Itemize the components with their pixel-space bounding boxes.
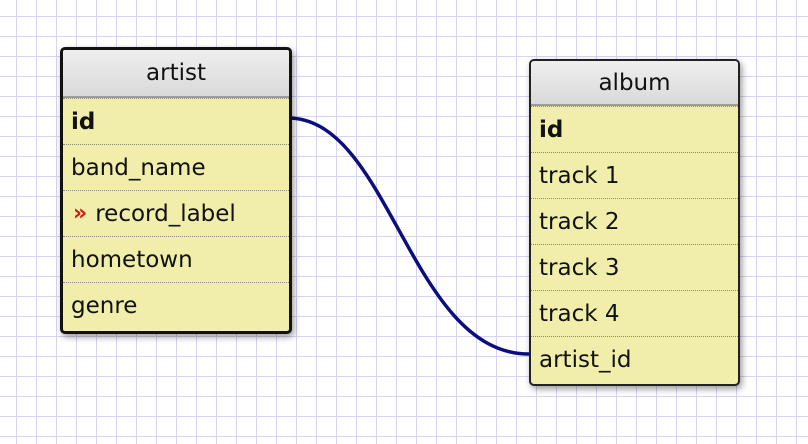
field-album-track-4[interactable]: track 4 <box>531 290 738 336</box>
field-artist-record-label[interactable]: » record_label <box>63 190 289 236</box>
field-label: id <box>539 116 564 143</box>
field-album-artist-id[interactable]: artist_id <box>531 336 738 382</box>
field-label: band_name <box>71 154 206 181</box>
foreign-key-marker-icon: » <box>73 201 88 226</box>
field-album-track-3[interactable]: track 3 <box>531 244 738 290</box>
field-label: record_label <box>95 200 236 227</box>
field-label: track 3 <box>539 254 620 281</box>
field-label: track 1 <box>539 162 620 189</box>
field-label: artist_id <box>539 346 632 373</box>
field-label: genre <box>71 292 138 319</box>
field-label: id <box>71 108 96 135</box>
field-album-id[interactable]: id <box>531 106 738 152</box>
field-label: hometown <box>71 246 193 273</box>
field-artist-id[interactable]: id <box>63 98 289 144</box>
table-album[interactable]: album id track 1 track 2 track 3 track 4… <box>529 59 740 386</box>
relation-line-artist-id-to-album-artist-id[interactable] <box>287 116 530 356</box>
field-label: track 2 <box>539 208 620 235</box>
field-label: track 4 <box>539 300 620 327</box>
table-album-title[interactable]: album <box>531 61 738 106</box>
field-album-track-2[interactable]: track 2 <box>531 198 738 244</box>
field-artist-genre[interactable]: genre <box>63 282 289 328</box>
table-artist[interactable]: artist id band_name » record_label homet… <box>60 47 292 334</box>
field-album-track-1[interactable]: track 1 <box>531 152 738 198</box>
field-artist-band-name[interactable]: band_name <box>63 144 289 190</box>
field-artist-hometown[interactable]: hometown <box>63 236 289 282</box>
table-artist-title[interactable]: artist <box>63 50 289 98</box>
